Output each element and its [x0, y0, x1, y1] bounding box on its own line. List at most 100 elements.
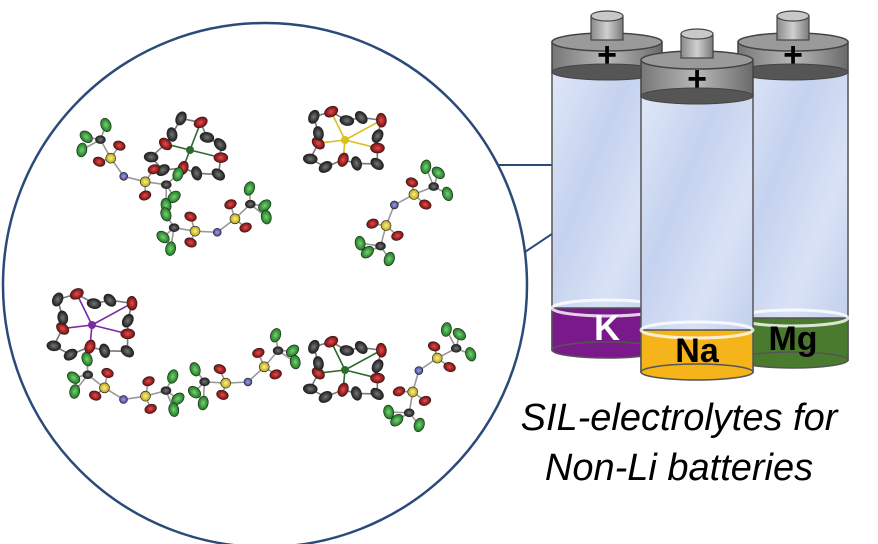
plus-sign: + — [783, 36, 803, 74]
battery-cap-rim — [640, 87, 754, 105]
caption-line-2: Non-Li batteries — [544, 447, 814, 489]
atom — [428, 182, 439, 191]
atom — [376, 342, 387, 358]
atom — [99, 382, 110, 394]
atom — [199, 132, 215, 143]
atom — [156, 230, 170, 244]
atom — [339, 345, 355, 356]
atom — [211, 168, 226, 181]
atom — [89, 390, 102, 401]
atom — [69, 384, 81, 399]
atom — [354, 111, 368, 124]
battery-label: Na — [675, 332, 720, 370]
atom — [390, 200, 399, 210]
atom — [392, 386, 406, 397]
plus-sign: + — [687, 60, 707, 98]
atom — [212, 227, 222, 237]
atom — [166, 127, 178, 142]
atom — [414, 366, 424, 375]
plus-sign: + — [597, 36, 617, 74]
atom — [375, 241, 386, 251]
atom — [452, 328, 466, 341]
atom — [95, 135, 106, 144]
atom — [465, 347, 477, 362]
atom — [418, 395, 432, 406]
bond — [344, 349, 382, 371]
atom — [121, 313, 134, 328]
atom — [69, 288, 84, 300]
atom — [408, 189, 420, 200]
atom — [213, 152, 229, 163]
atom — [450, 344, 462, 353]
atom — [405, 177, 419, 188]
atom — [168, 223, 180, 233]
atom — [350, 156, 362, 171]
atom — [86, 298, 102, 309]
atom — [339, 115, 355, 126]
atom — [56, 322, 70, 335]
atom — [270, 328, 282, 343]
atom — [407, 386, 419, 398]
atom — [350, 386, 362, 401]
atom — [324, 105, 339, 118]
atom — [427, 341, 441, 352]
atom — [245, 199, 256, 209]
atom — [258, 361, 270, 373]
atom — [160, 207, 172, 222]
atom — [184, 211, 197, 222]
atom — [197, 395, 209, 411]
atom — [258, 199, 272, 212]
atom — [191, 166, 203, 181]
atom — [143, 151, 159, 163]
atom — [337, 382, 349, 397]
atom — [160, 180, 172, 189]
metal-center — [88, 321, 96, 329]
atom — [213, 138, 227, 151]
atom — [165, 241, 176, 256]
atom — [139, 176, 151, 188]
atom — [391, 230, 404, 241]
battery-cell-icon: Na + — [639, 28, 755, 381]
atom — [175, 111, 187, 126]
atom — [243, 377, 253, 387]
battery-group: K+Mg+Na+ — [550, 10, 850, 381]
atom — [144, 403, 157, 414]
atom — [376, 112, 387, 128]
atom — [239, 222, 252, 233]
atom — [189, 225, 201, 237]
atom — [189, 362, 201, 377]
atom — [168, 402, 180, 417]
atom — [113, 140, 126, 151]
atom — [252, 347, 265, 358]
atom — [419, 199, 432, 210]
atom — [431, 166, 445, 180]
atom — [354, 341, 368, 354]
atom — [57, 310, 69, 326]
magnifier-circle-icon — [1, 21, 529, 544]
atom — [337, 152, 349, 167]
atom — [120, 328, 136, 340]
atom — [370, 387, 384, 401]
battery-terminal-top — [776, 10, 810, 22]
atom — [318, 161, 333, 173]
atom — [260, 209, 272, 225]
battery-terminal-top — [680, 28, 714, 40]
atom — [383, 251, 395, 267]
battery-cell-icon: Mg + — [736, 10, 850, 369]
atom — [371, 129, 384, 143]
atom — [370, 157, 384, 171]
atom — [213, 364, 226, 375]
atom — [370, 372, 385, 384]
atom — [105, 152, 117, 164]
battery-label: Mg — [768, 320, 817, 358]
atom — [269, 369, 282, 380]
atom — [303, 383, 318, 395]
atom — [308, 109, 320, 124]
atom — [79, 130, 93, 144]
atom — [126, 295, 138, 311]
atom — [229, 213, 241, 225]
atom — [380, 220, 392, 231]
atom — [63, 348, 78, 361]
atom — [67, 371, 81, 384]
atom — [308, 339, 320, 354]
